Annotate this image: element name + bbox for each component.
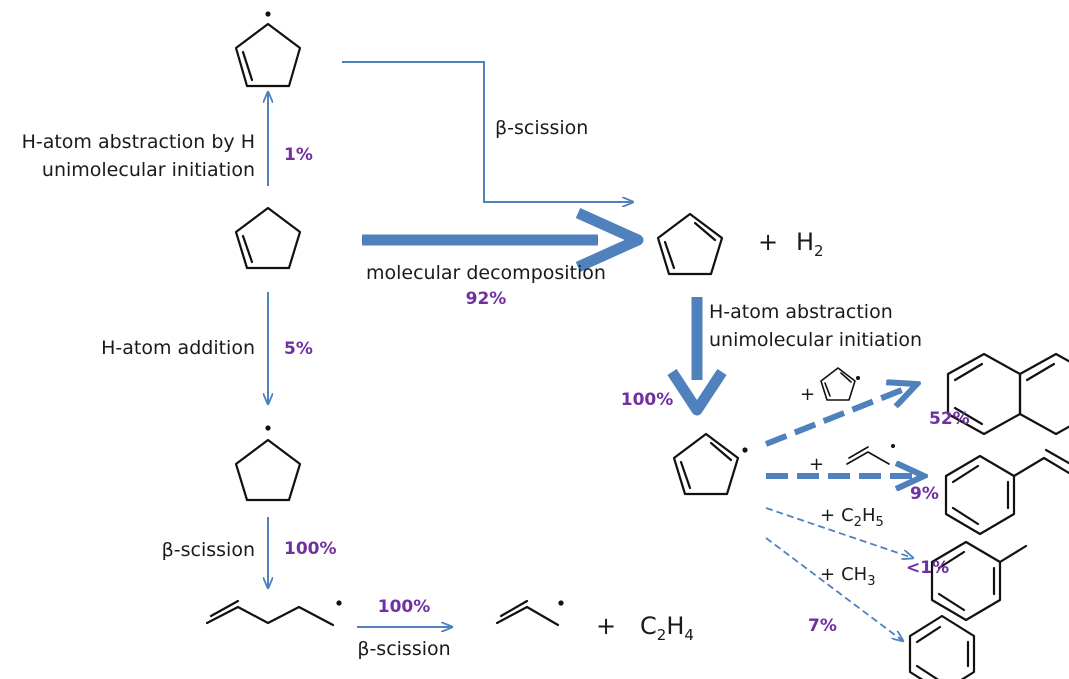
small-allyl-structure (846, 444, 895, 465)
species-c2h5: +C2H5 (820, 505, 884, 530)
arrow-to-toluene (765, 507, 913, 558)
arrow-to-naphthalene (764, 384, 917, 447)
cyclopentadiene-structure (656, 212, 724, 276)
pentenyl-radical-structure (205, 599, 342, 627)
arrow-molecular-decomposition (362, 207, 644, 273)
arrow-beta-scission-top (342, 61, 633, 202)
allyl-radical-structure (495, 599, 564, 627)
pct-beta-scission-bottom: 100% (378, 597, 431, 617)
small-cyclopentadienyl-structure (820, 367, 860, 401)
species-ch3: +CH3 (820, 564, 875, 589)
cyclopentene-structure (234, 206, 302, 270)
pct-abstraction: 1% (284, 145, 313, 165)
naphthalene-structure (946, 352, 1069, 436)
label-h-atom-addition: H-atom addition (101, 337, 255, 359)
cyclopentyl-radical-structure (234, 425, 302, 502)
arrow-abstraction-down (667, 297, 727, 416)
arrow-to-benzene (765, 537, 903, 641)
pct-beta-scission-left: 100% (284, 539, 337, 559)
plus-allyl: + (809, 454, 824, 475)
species-h2: H2 (796, 228, 824, 260)
plus-h2: + (758, 228, 778, 256)
label-h-atom-abstraction: H-atom abstraction (709, 301, 893, 323)
plus-cyclopentadienyl: + (800, 384, 815, 405)
pct-molecular-decomposition: 92% (466, 289, 507, 309)
pct-benzene: 7% (808, 616, 837, 636)
pct-toluene: <1% (906, 558, 949, 578)
cyclopentenyl-radical-structure (234, 11, 302, 88)
indene-structure (944, 448, 1069, 536)
benzene-structure (908, 614, 976, 679)
cyclopentadienyl-radical-structure (672, 432, 748, 496)
toluene-structure (930, 540, 1028, 622)
label-beta-scission-bottom: β-scission (357, 638, 450, 660)
pct-indene: 9% (910, 484, 939, 504)
label-abstraction-by-h: H-atom abstraction by H (22, 131, 255, 153)
pct-naphthalene: 52% (929, 409, 970, 429)
pct-addition: 5% (284, 339, 313, 359)
species-c2h4: C2H4 (640, 612, 694, 644)
label-unimolecular-initiation-2: unimolecular initiation (709, 329, 922, 351)
label-unimolecular-initiation-1: unimolecular initiation (42, 159, 255, 181)
plus-c2h4: + (596, 612, 616, 640)
pct-cpd-to-radical: 100% (621, 390, 674, 410)
label-beta-scission-left: β-scission (162, 539, 255, 561)
label-beta-scission-top: β-scission (495, 117, 588, 139)
label-molecular-decomposition: molecular decomposition (366, 262, 606, 284)
